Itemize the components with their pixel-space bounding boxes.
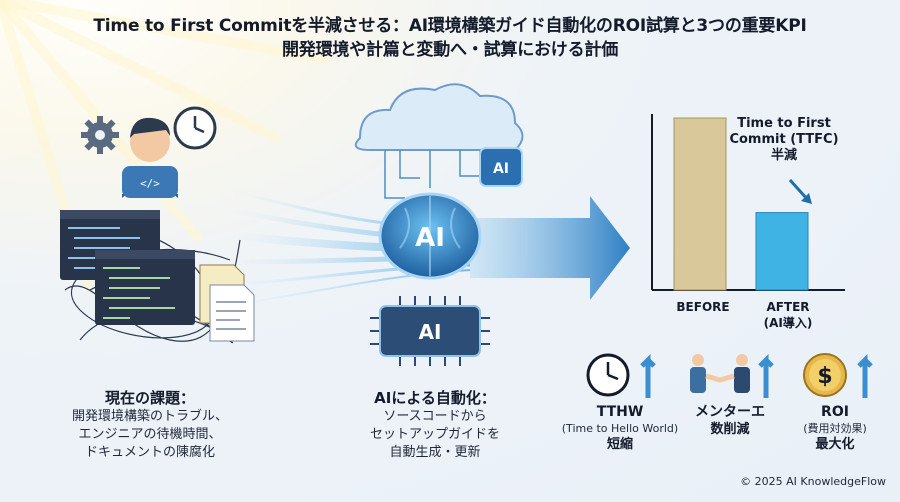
svg-text:AI: AI bbox=[415, 223, 445, 253]
challenge-line-1: 開発環境構築のトラブル、 bbox=[71, 409, 228, 424]
kpi-mentor: メンターエ 数削減 bbox=[680, 350, 780, 438]
automation-caption: AIによる自動化： ソースコードから セットアップガイドを 自動生成・更新 bbox=[330, 387, 540, 462]
bar-label-after: AFTER (AI導入) bbox=[763, 300, 813, 330]
document-icons bbox=[199, 264, 255, 342]
gear-icon bbox=[81, 116, 119, 154]
kpi-tthw-sub: (Time to Hello World) bbox=[561, 422, 679, 435]
annotation-arrow-icon bbox=[788, 178, 810, 202]
clock-icon bbox=[173, 106, 217, 150]
automation-line-2: セットアップガイドを bbox=[369, 427, 500, 442]
kpi-roi-name: ROI bbox=[821, 404, 849, 420]
copyright: © 2025 AI KnowledgeFlow bbox=[740, 475, 886, 488]
automation-heading: AIによる自動化： bbox=[374, 389, 496, 407]
ttfc-annotation: Time to First Commit (TTFC) 半減 bbox=[724, 116, 844, 164]
kpi-mentor-effect: 数削減 bbox=[710, 422, 750, 437]
cloud-icon bbox=[354, 83, 524, 151]
arrow-right-icon bbox=[470, 196, 630, 300]
developer-avatar: </> bbox=[122, 117, 178, 198]
ttfc-annotation-line-2: Commit (TTFC) bbox=[729, 132, 839, 147]
ai-automation-illustration: AI AI AI bbox=[354, 83, 630, 366]
dollar-coin-icon: $ bbox=[803, 353, 873, 398]
challenge-line-2: エンジニアの待機時間、 bbox=[78, 427, 222, 442]
ttfc-annotation-line-1: Time to First bbox=[737, 116, 831, 131]
kpi-tthw-effect: 短縮 bbox=[606, 437, 633, 452]
cloud-chip-icon: AI bbox=[479, 147, 523, 187]
ai-chip-icon: AI bbox=[370, 296, 490, 366]
challenge-caption: 現在の課題： 開発環境構築のトラブル、 エンジニアの待機時間、 ドキュメントの陳… bbox=[40, 387, 260, 462]
kpi-tthw: TTHW (Time to Hello World) 短縮 bbox=[560, 350, 680, 453]
automation-line-1: ソースコードから bbox=[383, 409, 487, 424]
kpi-roi: $ ROI (費用対効果) 最大化 bbox=[785, 350, 885, 453]
bar-before bbox=[673, 117, 727, 291]
svg-text:AI: AI bbox=[493, 161, 509, 177]
kpi-mentor-name: メンターエ bbox=[695, 404, 765, 420]
challenge-line-3: ドキュメントの陳腐化 bbox=[84, 445, 215, 460]
svg-text:</>: </> bbox=[140, 177, 160, 190]
bar-after bbox=[755, 212, 809, 291]
kpi-row: TTHW (Time to Hello World) 短縮 メンターエ 数削減 … bbox=[560, 350, 890, 460]
ttfc-annotation-line-3: 半減 bbox=[770, 148, 797, 163]
automation-line-3: 自動生成・更新 bbox=[389, 445, 481, 460]
code-window-front bbox=[95, 250, 195, 325]
handshake-icon bbox=[690, 353, 774, 398]
kpi-tthw-name: TTHW bbox=[596, 404, 644, 420]
svg-text:$: $ bbox=[817, 364, 832, 389]
clock-icon bbox=[586, 353, 656, 398]
challenge-heading: 現在の課題： bbox=[104, 389, 195, 407]
page-title: Time to First Commitを半減させる：AI環境構築ガイド自動化の… bbox=[0, 14, 900, 62]
developer-illustration: </> bbox=[60, 106, 255, 344]
title-line-2: 開発環境や計篇と変動へ・試算における計価 bbox=[282, 40, 618, 60]
title-line-1: Time to First Commitを半減させる：AI環境構築ガイド自動化の… bbox=[93, 16, 807, 36]
brain-icon: AI bbox=[378, 192, 482, 280]
kpi-roi-sub: (費用対効果) bbox=[803, 422, 867, 435]
kpi-roi-effect: 最大化 bbox=[815, 437, 855, 452]
bar-label-before: BEFORE bbox=[676, 300, 730, 314]
ttfc-bar-chart bbox=[651, 114, 845, 291]
svg-text:AI: AI bbox=[419, 320, 442, 344]
